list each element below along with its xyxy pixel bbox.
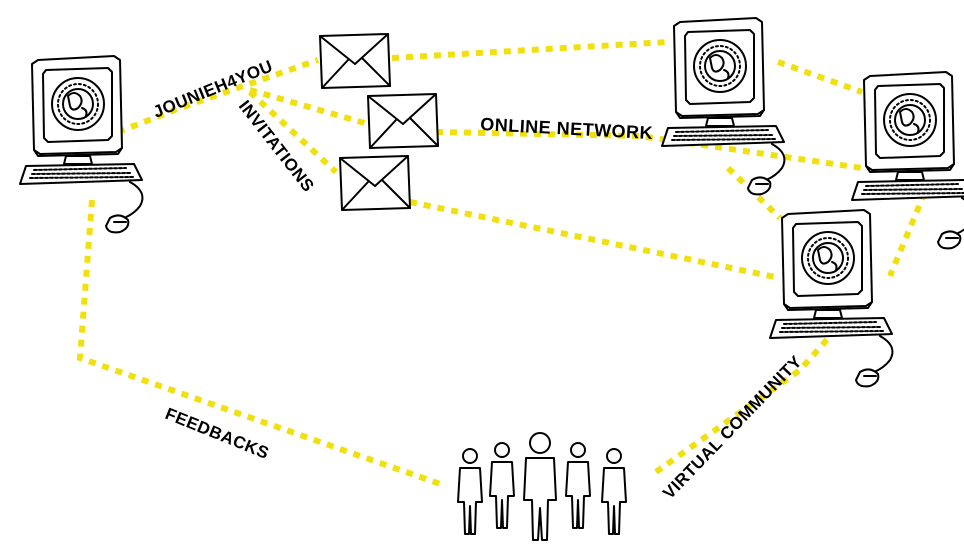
computer-top-right-icon <box>661 17 786 196</box>
label-virtual-community: VIRTUAL COMMUNITY <box>659 352 806 503</box>
link-left-to-people <box>76 199 447 489</box>
link-envelope-middle-to-far-right <box>435 129 863 171</box>
link-envelope-bottom-to-middle-right <box>409 199 781 281</box>
envelope-middle-icon <box>367 93 439 149</box>
label-online-network: ONLINE NETWORK <box>480 114 654 143</box>
link-top-right-to-far-right <box>776 59 864 95</box>
envelope-top-icon <box>319 33 391 89</box>
people-group-icon <box>457 432 627 541</box>
label-invitations: INVITATIONS <box>235 97 318 196</box>
link-top-right-to-middle-right <box>725 165 783 221</box>
link-hub-to-envelope-middle <box>249 87 369 127</box>
link-people-to-middle-right <box>654 332 835 475</box>
label-feedbacks: FEEDBACKS <box>163 404 272 463</box>
link-hub-to-envelope-bottom <box>247 89 339 175</box>
computer-left-icon <box>19 55 144 234</box>
link-envelope-top-to-computer-top-right <box>391 39 669 61</box>
envelope-bottom-icon <box>339 155 411 211</box>
